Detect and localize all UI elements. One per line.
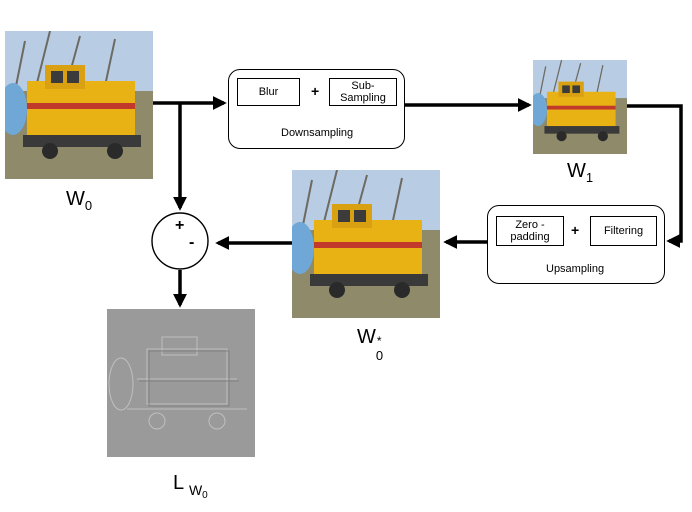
- zero-padding-label: Zero - padding: [510, 219, 550, 243]
- combiner-circle: [151, 212, 209, 270]
- label-w1: W1: [567, 160, 594, 185]
- zero-padding-box: Zero - padding: [496, 216, 564, 246]
- downsampling-caption: Downsampling: [281, 127, 354, 139]
- image-w0-star: [292, 170, 440, 318]
- arrow-w1-to-upsampling: [627, 104, 683, 248]
- blur-label: Blur: [258, 86, 279, 98]
- upsampling-plus-sign: +: [571, 222, 580, 238]
- blur-box: Blur: [237, 78, 300, 106]
- image-residual-lw0: [107, 309, 255, 457]
- downsampling-plus-sign: +: [311, 83, 320, 99]
- upsampling-block: Zero - padding + Filtering Upsampling: [487, 205, 665, 284]
- subsampling-box: Sub- Sampling: [329, 78, 397, 106]
- combiner-plus-sign: +: [175, 217, 185, 234]
- image-w0: [5, 31, 153, 179]
- image-w1: [533, 60, 627, 154]
- combiner-minus-sign: -: [189, 234, 195, 251]
- filtering-label: Filtering: [603, 225, 644, 237]
- upsampling-caption: Upsampling: [546, 263, 605, 275]
- label-lw0: L W0: [173, 472, 208, 501]
- filtering-box: Filtering: [590, 216, 657, 246]
- label-w0: W0: [66, 188, 93, 213]
- label-w0-star: W * 0: [357, 326, 384, 363]
- subsampling-label: Sub- Sampling: [340, 80, 386, 104]
- downsampling-block: Blur + Sub- Sampling Downsampling: [228, 69, 405, 149]
